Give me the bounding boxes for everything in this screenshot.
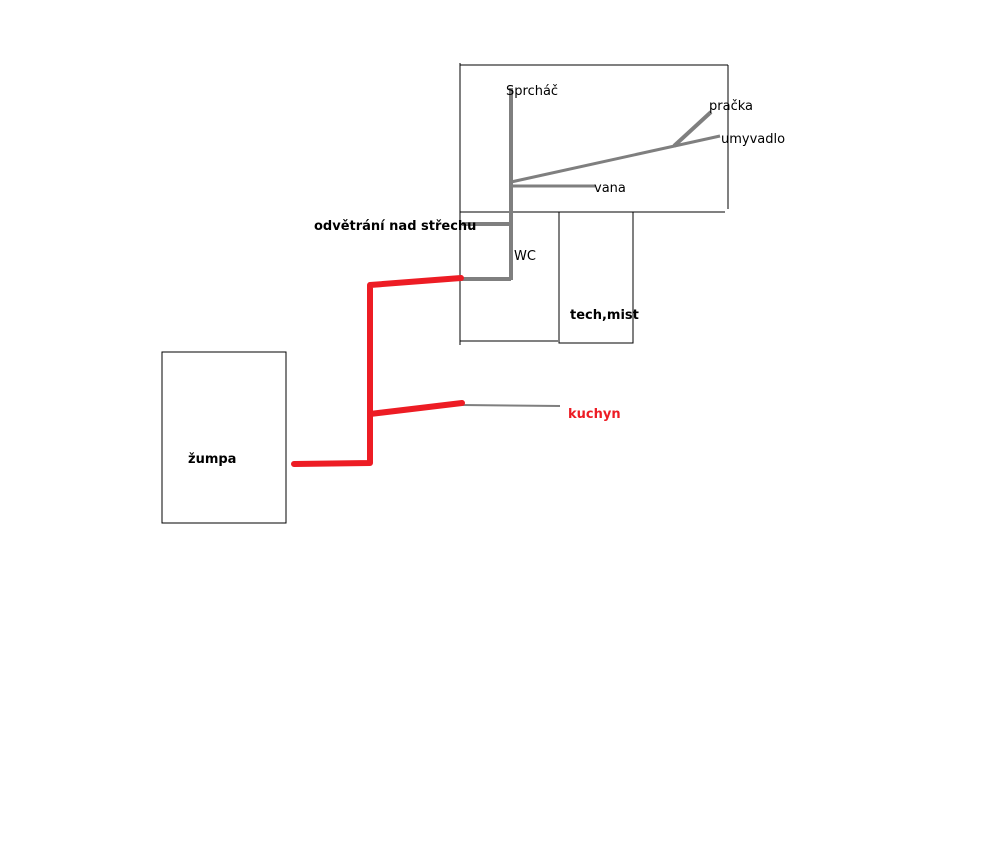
- sink-branch-pipe: [510, 134, 721, 184]
- label-pracka: pračka: [709, 99, 753, 114]
- red-pipes: [291, 275, 465, 467]
- room-outlines: [161, 63, 729, 524]
- label-sprchac: Sprcháč: [506, 84, 558, 99]
- label-tech-mist: tech,mist: [570, 308, 639, 323]
- label-wc: WC: [514, 249, 536, 264]
- grey-pipes: [460, 88, 721, 407]
- zumpa-box: [161, 351, 287, 524]
- main-drain-pipe: [291, 275, 464, 467]
- label-umyvadlo: umyvadlo: [721, 132, 785, 147]
- kitchen-drain-pipe: [367, 400, 465, 417]
- label-odvetrani: odvětrání nad střechu: [314, 219, 476, 234]
- labels: Sprcháč pračka umyvadlo vana odvětrání n…: [188, 84, 785, 467]
- tech-room-outline: [558, 212, 634, 344]
- label-zumpa: žumpa: [188, 452, 236, 467]
- label-kuchyn: kuchyn: [568, 407, 621, 422]
- washer-branch-pipe: [672, 110, 713, 148]
- label-vana: vana: [594, 181, 626, 196]
- kitchen-grey-pipe: [461, 404, 561, 407]
